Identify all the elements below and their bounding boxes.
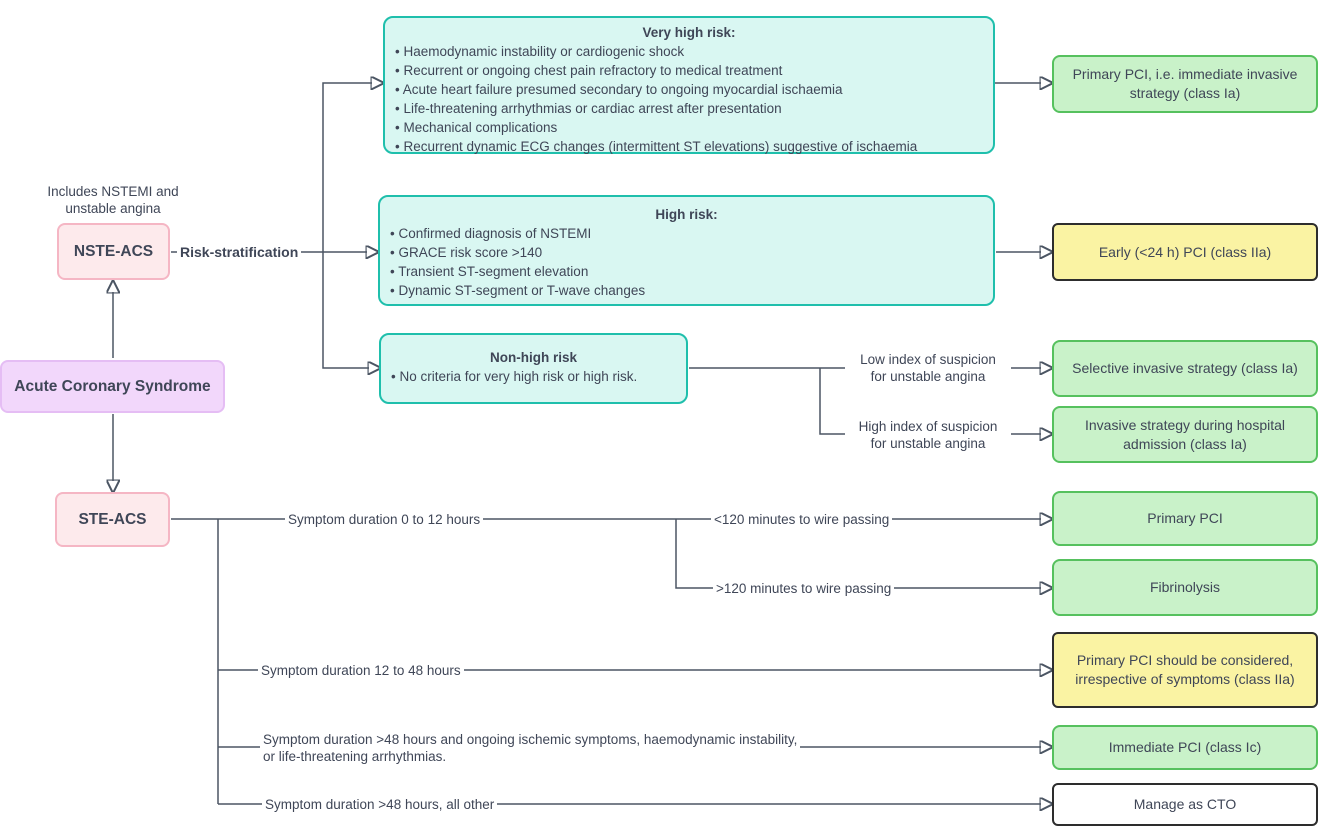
- node-very-high-risk: Very high risk: • Haemodynamic instabili…: [383, 16, 995, 154]
- note-line-1: Includes NSTEMI and: [47, 184, 179, 199]
- outcome-fibrinolysis: Fibrinolysis: [1052, 559, 1318, 616]
- outcome-label: Primary PCI, i.e. immediate invasive str…: [1072, 66, 1298, 101]
- edge-label-high-index: High index of suspicion for unstable ang…: [845, 418, 1011, 452]
- bullet-item: • Haemodynamic instability or cardiogeni…: [395, 44, 685, 59]
- edge-label-line: High index of suspicion: [858, 419, 998, 434]
- high-risk-title: High risk:: [655, 207, 718, 222]
- node-ste-acs: STE-ACS: [55, 492, 170, 547]
- bullet-item: • Life-threatening arrhythmias or cardia…: [395, 101, 782, 116]
- outcome-label: Early (<24 h) PCI (class IIa): [1098, 243, 1272, 260]
- edge-label-low-index: Low index of suspicion for unstable angi…: [845, 351, 1011, 385]
- outcome-primary-pci: Primary PCI: [1052, 491, 1318, 546]
- outcome-label: Primary PCI: [1147, 510, 1223, 526]
- bullet-item: • GRACE risk score >140: [390, 245, 543, 260]
- bullet-item: • Confirmed diagnosis of NSTEMI: [390, 226, 592, 241]
- outcome-label: Invasive strategy during hospital admiss…: [1085, 416, 1285, 452]
- edge-label-sd-gt48-other: Symptom duration >48 hours, all other: [262, 796, 498, 813]
- bullet-item: • Dynamic ST-segment or T-wave changes: [390, 283, 646, 298]
- edge-to-non-high-risk: [322, 252, 369, 368]
- edge-label-line: Low index of suspicion: [860, 352, 996, 367]
- edge-label-sd-gt48-ongoing: Symptom duration >48 hours and ongoing i…: [260, 731, 801, 765]
- edge-label-text: >120 minutes to wire passing: [716, 581, 892, 596]
- edge-label-text: Symptom duration >48 hours, all other: [265, 797, 495, 812]
- bullet-item: • Transient ST-segment elevation: [390, 264, 589, 279]
- edge-label-line: for unstable angina: [870, 369, 986, 384]
- edge-label-text: Symptom duration 0 to 12 hours: [288, 512, 481, 527]
- node-acs-label: Acute Coronary Syndrome: [14, 377, 211, 395]
- edge-label-lt-120: <120 minutes to wire passing: [711, 511, 893, 528]
- node-acute-coronary-syndrome: Acute Coronary Syndrome: [0, 360, 225, 413]
- bullet-item: • Recurrent dynamic ECG changes (intermi…: [395, 139, 918, 154]
- node-non-high-risk: Non-high risk • No criteria for very hig…: [379, 333, 688, 404]
- outcome-immediate-pci: Immediate PCI (class Ic): [1052, 725, 1318, 770]
- edge-label-text: Symptom duration 12 to 48 hours: [261, 663, 461, 678]
- non-high-risk-title: Non-high risk: [490, 350, 577, 365]
- note-includes-nstemi: Includes NSTEMI and unstable angina: [33, 183, 193, 217]
- edge-label-line: or life-threatening arrhythmias.: [263, 749, 447, 764]
- node-nste-acs-label: NSTE-ACS: [73, 242, 154, 260]
- edge-label-risk-stratification: Risk-stratification: [177, 244, 302, 261]
- outcome-early-pci: Early (<24 h) PCI (class IIa): [1052, 223, 1318, 281]
- outcome-pci-considered: Primary PCI should be considered, irresp…: [1052, 632, 1318, 708]
- outcome-label: Primary PCI should be considered, irresp…: [1075, 652, 1295, 687]
- outcome-label: Immediate PCI (class Ic): [1108, 739, 1262, 755]
- bullet-item: • Mechanical complications: [395, 120, 558, 135]
- edge-gt120-fibrinolysis: [675, 519, 1041, 588]
- node-ste-acs-label: STE-ACS: [78, 510, 147, 528]
- outcome-manage-cto: Manage as CTO: [1052, 783, 1318, 826]
- edge-label-sd-12-48: Symptom duration 12 to 48 hours: [258, 662, 464, 679]
- outcome-label: Fibrinolysis: [1149, 579, 1220, 595]
- bullet-item: • Recurrent or ongoing chest pain refrac…: [395, 63, 783, 78]
- edge-to-very-high-risk: [322, 83, 372, 252]
- node-nste-acs: NSTE-ACS: [57, 223, 170, 280]
- outcome-primary-pci-immediate: Primary PCI, i.e. immediate invasive str…: [1052, 55, 1318, 113]
- outcome-selective-invasive: Selective invasive strategy (class Ia): [1052, 340, 1318, 397]
- bullet-item: • No criteria for very high risk or high…: [391, 369, 638, 384]
- bullet-item: • Acute heart failure presumed secondary…: [395, 82, 843, 97]
- outcome-invasive-hospital: Invasive strategy during hospital admiss…: [1052, 406, 1318, 463]
- edge-label-line: for unstable angina: [870, 436, 986, 451]
- note-line-2: unstable angina: [65, 201, 161, 216]
- node-high-risk: High risk: • Confirmed diagnosis of NSTE…: [378, 195, 995, 306]
- outcome-label: Selective invasive strategy (class Ia): [1072, 360, 1298, 376]
- edge-label-sd-0-12: Symptom duration 0 to 12 hours: [285, 511, 484, 528]
- edge-label-gt-120: >120 minutes to wire passing: [713, 580, 895, 597]
- very-high-risk-title: Very high risk:: [642, 25, 736, 40]
- edge-label-text: <120 minutes to wire passing: [714, 512, 890, 527]
- outcome-label: Manage as CTO: [1133, 796, 1237, 812]
- edge-label-text: Risk-stratification: [180, 244, 299, 260]
- edge-label-line: Symptom duration >48 hours and ongoing i…: [263, 732, 798, 747]
